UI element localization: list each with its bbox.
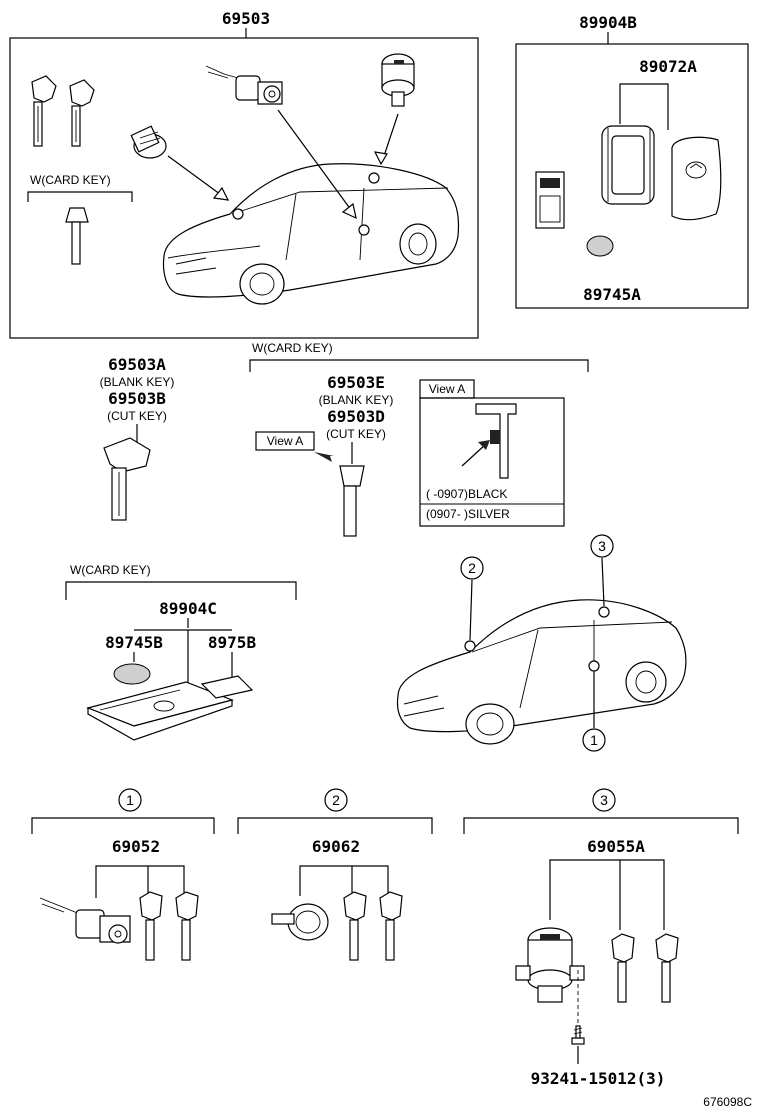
insert-plate-icon — [200, 675, 254, 699]
key-icon — [175, 891, 199, 961]
part-number-69055A: 69055A — [587, 837, 645, 856]
callout-label: 3 — [600, 792, 608, 808]
part-number-69052: 69052 — [112, 837, 160, 856]
key-icon — [31, 75, 57, 147]
callout-label: 3 — [598, 538, 606, 554]
part-number-89072A: 89072A — [639, 57, 697, 76]
part-number-69503B: 69503B — [108, 389, 166, 408]
assembly-box-89904B — [515, 43, 749, 309]
car-outline-icon — [162, 163, 460, 305]
callout-label: 2 — [332, 792, 340, 808]
bracket — [31, 817, 215, 834]
key-icon — [655, 933, 679, 1003]
view-a-label: View A — [267, 434, 303, 448]
part-number-89904C: 89904C — [159, 599, 217, 618]
part-number-89745A: 89745A — [583, 285, 641, 304]
figure-id: 676098C — [703, 1095, 752, 1109]
part-number-69503A: 69503A — [108, 355, 166, 374]
assembly-box-69503 — [9, 37, 479, 339]
callout-circle — [460, 556, 484, 580]
part-number-69503D: 69503D — [327, 407, 385, 426]
bracket — [65, 581, 297, 600]
key-icon — [343, 891, 367, 961]
callout-circle — [118, 788, 142, 812]
callout-label: 1 — [126, 792, 134, 808]
key-icon — [139, 891, 163, 961]
part-number-93241-15012: 93241-15012(3) — [531, 1069, 666, 1088]
blank-key-note: (BLANK KEY) — [319, 393, 394, 407]
view-a-tag — [255, 431, 315, 451]
trunk-cylinder-icon — [381, 53, 415, 107]
part-number-69503E: 69503E — [327, 373, 385, 392]
arrow-head — [373, 151, 388, 166]
blank-key-note: (BLANK KEY) — [100, 375, 175, 389]
part-number-69062: 69062 — [312, 837, 360, 856]
callout-circle — [582, 728, 606, 752]
view-a-label: View A — [429, 382, 465, 396]
color-row-black: ( -0907)BLACK — [426, 487, 507, 501]
door-lock-cylinder-icon — [39, 897, 131, 944]
trunk-cylinder-icon — [515, 927, 585, 1003]
bracket — [249, 359, 589, 372]
leader-line — [469, 579, 473, 641]
cut-key-note: (CUT KEY) — [107, 409, 167, 423]
battery-icon — [586, 235, 614, 257]
callout-circle — [590, 534, 614, 558]
key-insert-icon — [535, 171, 565, 229]
key-icon — [611, 933, 635, 1003]
key-case-frame-icon — [601, 125, 655, 205]
view-arrow-icon — [314, 452, 334, 462]
view-a-detail-box — [419, 397, 565, 527]
door-lock-cylinder-icon — [205, 65, 283, 105]
arrow-head — [341, 202, 357, 220]
smart-key-fob-icon — [671, 136, 722, 221]
car-outline-icon — [396, 599, 687, 745]
card-key-note: W(CARD KEY) — [252, 341, 333, 355]
emergency-key-icon — [65, 207, 89, 265]
pointer-arrow — [277, 109, 355, 215]
color-row-silver: (0907- )SILVER — [426, 507, 510, 521]
part-number-69503: 69503 — [222, 9, 270, 28]
screw-icon — [571, 1025, 585, 1045]
pointer-arrow — [383, 113, 399, 157]
callout-circle — [592, 788, 616, 812]
emergency-key-icon — [339, 465, 365, 537]
bracket — [299, 865, 389, 896]
key-detail-icon — [461, 403, 517, 479]
key-icon — [103, 437, 151, 521]
bracket — [619, 83, 669, 130]
callout-circle — [324, 788, 348, 812]
key-icon — [379, 891, 403, 961]
bracket — [95, 865, 185, 898]
card-key-icon — [86, 681, 234, 741]
callout-label: 2 — [468, 560, 476, 576]
cut-key-note: (CUT KEY) — [326, 427, 386, 441]
leader-line — [601, 557, 605, 607]
bracket — [237, 817, 433, 834]
bracket — [549, 859, 665, 930]
part-number-89745B: 89745B — [105, 633, 163, 652]
bracket — [27, 191, 133, 202]
arrow-head — [212, 186, 230, 201]
card-key-note: W(CARD KEY) — [70, 563, 151, 577]
part-number-8975B: 8975B — [208, 633, 257, 652]
card-key-note: W(CARD KEY) — [30, 173, 111, 187]
ignition-cylinder-icon — [271, 903, 329, 941]
battery-icon — [113, 663, 151, 685]
part-number-89904B: 89904B — [579, 13, 637, 32]
bracket — [463, 817, 739, 834]
callout-label: 1 — [590, 732, 598, 748]
key-icon — [69, 79, 95, 147]
ignition-cylinder-icon — [130, 125, 167, 159]
